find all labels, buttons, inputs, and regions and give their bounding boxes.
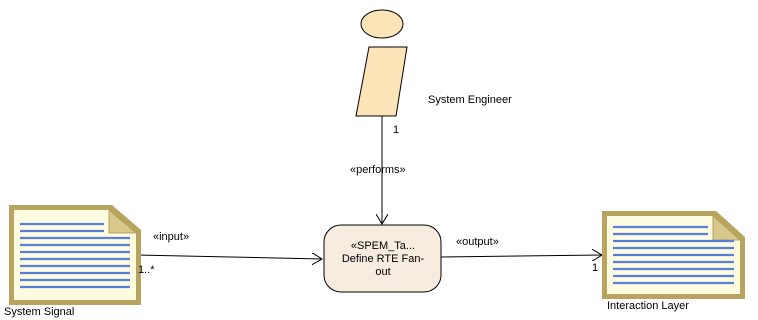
artifact-inner [14,210,136,300]
task-stereotype: «SPEM_Ta... [350,240,416,252]
artifact-dogear [712,214,742,241]
task-text: «SPEM_Ta... Define RTE Fan- out [325,240,441,279]
actor-head [360,9,404,39]
document-lines-icon [20,222,130,289]
actor-body [355,46,408,117]
system-engineer-actor[interactable] [355,9,408,117]
define-rte-fanout-task[interactable] [323,224,442,293]
interaction-layer-artifact[interactable] [602,211,745,299]
output-label: «output» [456,236,499,248]
interaction-layer-name-label: Interaction Layer [607,300,689,312]
system-signal-artifact[interactable] [9,205,141,305]
output-connector[interactable] [440,255,602,257]
input-connector[interactable] [135,255,322,259]
actor-multiplicity-label: 1 [393,124,400,136]
document-lines-icon [613,225,734,285]
input-label: «input» [153,231,190,243]
task-name-line2: out [375,266,391,278]
task-name-line1: Define RTE Fan- [341,253,425,265]
actor-name-label: System Engineer [428,94,512,106]
performs-label: «performs» [350,164,406,176]
input-multiplicity-label: 1..* [138,264,155,276]
output-multiplicity-label: 1 [592,262,599,274]
system-signal-name-label: System Signal [4,306,75,318]
artifact-dogear [108,208,138,234]
